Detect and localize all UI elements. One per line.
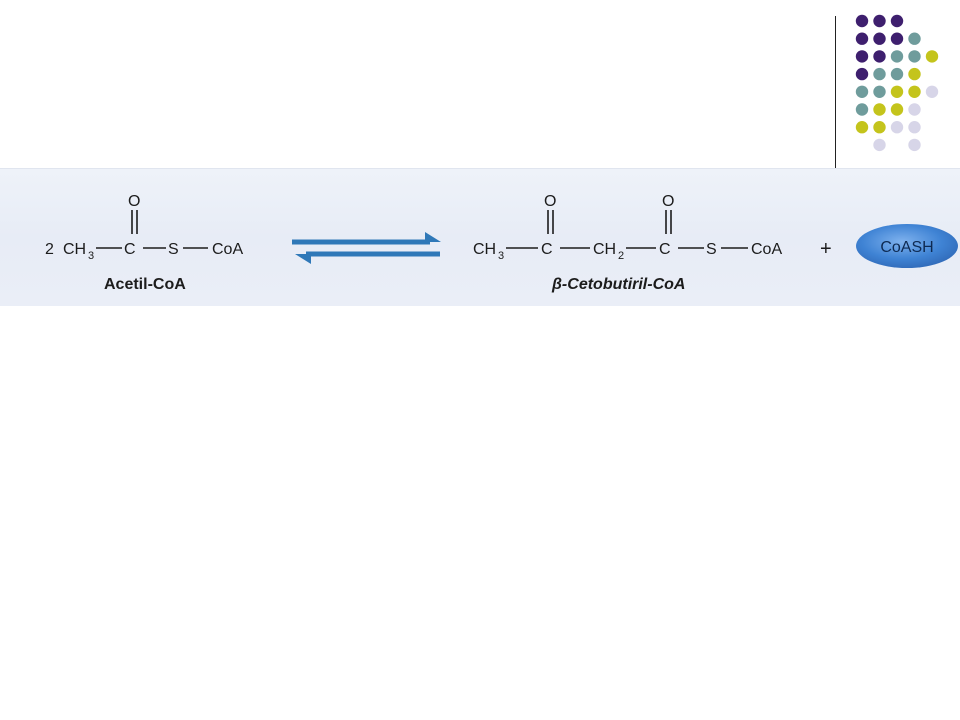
reaction-diagram: 2 CH 3 C O S CoA Acetil-CoA CH 3 C <box>45 193 958 293</box>
reaction-band <box>0 168 960 306</box>
decorative-dot <box>873 121 886 134</box>
product-acetoacetyl-coa: CH 3 C O CH 2 C O S CoA β-Cetobutiril-Co… <box>473 193 782 293</box>
coash-ellipse <box>856 224 958 268</box>
decorative-dot <box>873 138 886 152</box>
coash-label: CoASH <box>880 239 933 256</box>
decorative-dot <box>908 103 921 116</box>
decorative-dot <box>908 121 921 134</box>
decorative-dot <box>908 85 921 99</box>
product-oxygen-2: O <box>662 193 674 210</box>
decorative-dot <box>855 121 869 134</box>
product-coa: CoA <box>751 241 782 258</box>
reactant-ch3-subscript: 3 <box>88 250 94 262</box>
decorative-dot <box>890 67 904 81</box>
decorative-dot <box>890 32 904 45</box>
decorative-dot <box>873 85 886 99</box>
decorative-dot <box>873 103 886 116</box>
coash-byproduct: CoASH <box>856 224 958 268</box>
product-ch2: CH <box>593 241 616 258</box>
forward-arrow-head <box>425 232 441 242</box>
decorative-dot <box>890 50 904 63</box>
decorative-dot <box>855 103 869 116</box>
decorative-dot <box>855 67 869 81</box>
product-sulfur: S <box>706 241 717 258</box>
plus-sign: + <box>820 238 832 260</box>
decorative-dot <box>908 67 921 81</box>
decorative-dot <box>855 14 869 28</box>
product-ch3: CH <box>473 241 496 258</box>
decorative-dot <box>925 85 939 99</box>
reactant-coefficient: 2 <box>45 241 54 258</box>
reactant-acetyl-coa: 2 CH 3 C O S CoA Acetil-CoA <box>45 193 243 293</box>
reverse-arrow-head <box>295 254 311 264</box>
product-carbon-2: C <box>659 241 671 258</box>
decorative-dot <box>890 121 904 134</box>
decorative-dot <box>890 14 904 28</box>
decorative-dot-grid <box>855 14 939 152</box>
decorative-dot <box>855 85 869 99</box>
decorative-divider <box>835 16 836 170</box>
decorative-dot <box>873 14 886 28</box>
product-name: β-Cetobutiril-CoA <box>551 276 685 293</box>
decorative-dot <box>890 103 904 116</box>
decorative-dot <box>855 50 869 63</box>
reactant-coa: CoA <box>212 241 243 258</box>
reactant-sulfur: S <box>168 241 179 258</box>
decorative-dot <box>873 67 886 81</box>
decorative-dot <box>908 50 921 63</box>
decorative-dot <box>908 138 921 152</box>
reactant-ch3: CH <box>63 241 86 258</box>
decorative-dot <box>855 32 869 45</box>
decorative-dot <box>908 32 921 45</box>
decorative-dot <box>873 50 886 63</box>
product-oxygen-1: O <box>544 193 556 210</box>
product-ch3-subscript: 3 <box>498 250 504 262</box>
product-ch2-subscript: 2 <box>618 250 624 262</box>
decorative-dot <box>925 50 939 63</box>
decorative-dot <box>890 85 904 99</box>
equilibrium-arrows <box>292 232 441 264</box>
reactant-name: Acetil-CoA <box>104 276 186 293</box>
reactant-carbonyl-carbon: C <box>124 241 136 258</box>
reactant-oxygen: O <box>128 193 140 210</box>
decorative-dot <box>873 32 886 45</box>
product-carbon-1: C <box>541 241 553 258</box>
